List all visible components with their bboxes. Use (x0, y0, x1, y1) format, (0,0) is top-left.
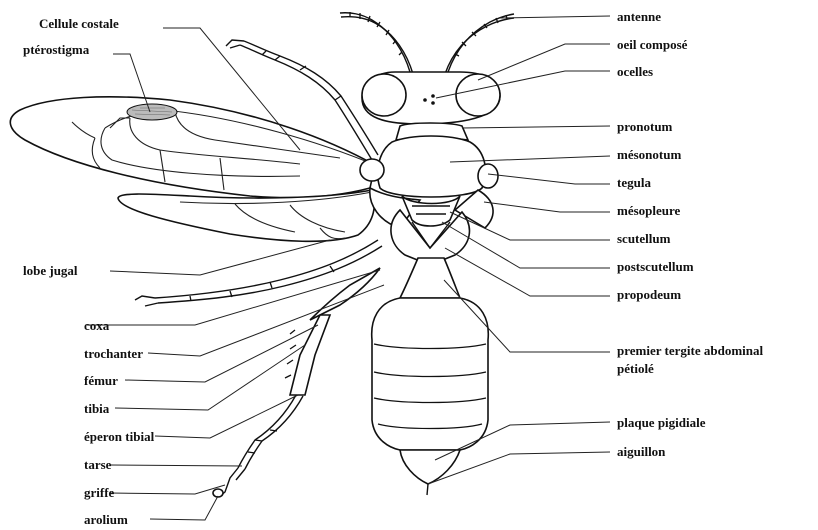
petiole (400, 258, 460, 298)
label-aiguillon: aiguillon (617, 444, 666, 459)
labels-right: antenne oeil composé ocelles pronotum mé… (617, 9, 763, 459)
label-pronotum: pronotum (617, 119, 673, 134)
label-arolium: arolium (84, 512, 128, 527)
label-lobe-jugal: lobe jugal (23, 263, 78, 278)
forewing (10, 97, 375, 198)
label-tegula: tegula (617, 175, 651, 190)
label-mesonotum: mésonotum (617, 147, 681, 162)
label-petiole: pétiolé (617, 361, 654, 376)
label-mesopleure: mésopleure (617, 203, 681, 218)
label-eperon-tibial: éperon tibial (84, 429, 155, 444)
wasp-drawing (10, 12, 514, 497)
label-tarse: tarse (84, 457, 112, 472)
label-propodeum: propodeum (617, 287, 681, 302)
label-coxa: coxa (84, 318, 110, 333)
abdomen (372, 298, 489, 495)
thorax (360, 123, 498, 265)
label-scutellum: scutellum (617, 231, 671, 246)
label-oeil-compose: oeil composé (617, 37, 688, 52)
leader-lines (87, 16, 610, 520)
label-trochanter: trochanter (84, 346, 143, 361)
label-premier-tergite-abdominal: premier tergite abdominal (617, 343, 763, 358)
label-plaque-pigidiale: plaque pigidiale (617, 415, 706, 430)
label-griffe: griffe (84, 485, 115, 500)
label-antenne: antenne (617, 9, 661, 24)
label-tibia: tibia (84, 401, 110, 416)
label-cellule-costale: Cellule costale (39, 16, 119, 31)
label-femur: fémur (84, 373, 118, 388)
label-ocelles: ocelles (617, 64, 653, 79)
labels-left: Cellule costale ptérostigma lobe jugal c… (23, 16, 155, 527)
label-pterostigma: ptérostigma (23, 42, 90, 57)
antennae (340, 12, 514, 74)
label-postscutellum: postscutellum (617, 259, 694, 274)
hindwing (118, 190, 374, 241)
